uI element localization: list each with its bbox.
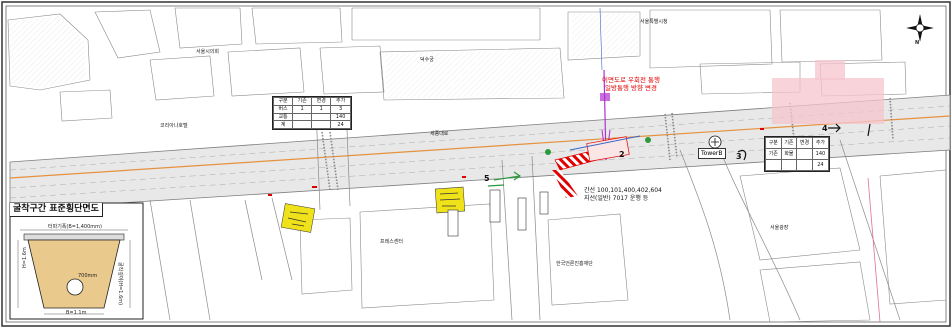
table-cell: 계 xyxy=(272,120,294,129)
table-cell: 화물 xyxy=(780,148,798,160)
note-line: 이면도로 우회전 통행 xyxy=(602,76,660,84)
table-cell: 교통 xyxy=(272,112,294,122)
place-label: 코리아나호텔 xyxy=(160,123,188,129)
table-cell xyxy=(311,112,332,122)
bottom-width-label: B=1.1m xyxy=(66,310,87,316)
sign-posts xyxy=(447,189,549,237)
direction-label: 3 xyxy=(736,152,742,161)
lower-blocks xyxy=(299,167,947,323)
table-cell: 기존 xyxy=(765,148,782,160)
work-zone xyxy=(545,135,651,198)
direction-label: 2 xyxy=(619,150,625,159)
pipe-label: 700mm xyxy=(78,273,98,279)
table-header: 기존 xyxy=(292,97,313,106)
detour-note: 이면도로 우회전 통행 일방통행 방향 변경 xyxy=(602,76,660,92)
hatched-buildings xyxy=(8,14,638,98)
centerline xyxy=(9,115,951,179)
table-cell xyxy=(311,120,332,129)
cross-section-drawing xyxy=(9,202,144,320)
compass-icon xyxy=(906,14,934,42)
bus-route-label: 간선 100,101,400,402,604 지선(일반) 7017 운행 등 xyxy=(584,187,662,202)
pipe-icon xyxy=(66,278,84,296)
road-label: 세종대로 xyxy=(430,131,449,137)
place-label: 서울광장 xyxy=(770,225,789,231)
table-cell: 1 xyxy=(311,104,332,114)
depth-label: 굴착깊이(H=1.6m) xyxy=(117,262,123,306)
table-header: 변경 xyxy=(311,97,332,106)
signal-icon xyxy=(545,149,551,155)
table-cell: 140 xyxy=(330,112,351,122)
table-cell xyxy=(292,120,313,129)
warning-boards xyxy=(280,186,466,233)
table-cell: 버스 xyxy=(272,104,294,114)
side-roads xyxy=(149,103,901,321)
table-header: 추가 xyxy=(811,137,830,149)
route-line: 간선 100,101,400,402,604 xyxy=(584,187,662,194)
place-label: 서울특별시청 xyxy=(640,19,668,25)
table-header: 구분 xyxy=(765,137,782,149)
table-cell: 24 xyxy=(811,159,830,171)
direction-label: 5 xyxy=(484,174,490,183)
tower-label: TowerB xyxy=(698,148,726,159)
crosswalks xyxy=(321,97,894,191)
table-header: 추가 xyxy=(330,97,351,106)
table-cell xyxy=(765,159,782,171)
place-label: 서울시의회 xyxy=(196,49,220,55)
sign-table-right: 구분 기존 변경 추가 기존 화물 140 24 xyxy=(764,136,830,172)
sign-table-left: 구분 기존 변경 추가 버스 1 1 3 교통 140 계 24 xyxy=(272,96,352,130)
table-cell: 140 xyxy=(811,148,830,160)
compass-label: N xyxy=(915,40,920,46)
table-cell xyxy=(796,159,813,171)
pink-zone xyxy=(772,78,884,124)
left-depth-label: H=1.6m xyxy=(22,247,28,268)
table-cell xyxy=(780,159,798,171)
table-cell xyxy=(292,112,313,122)
table-header: 기존 xyxy=(780,137,798,149)
route-line: 지선(일반) 7017 운행 등 xyxy=(584,194,649,202)
table-cell: 1 xyxy=(292,104,313,114)
place-label: 프레스센터 xyxy=(380,239,404,245)
city-blocks xyxy=(7,7,907,122)
table-header: 구분 xyxy=(272,97,294,106)
section-title: 굴착구간 표준횡단면도 xyxy=(10,203,103,217)
table-cell: 3 xyxy=(330,104,351,114)
place-label: 덕수궁 xyxy=(420,57,434,63)
place-label: 한국언론진흥재단 xyxy=(556,261,593,267)
traffic-arrows xyxy=(487,171,522,187)
table-cell xyxy=(796,148,813,160)
red-markers xyxy=(268,128,764,196)
top-width-label: 터파기폭(B=1,400mm) xyxy=(48,224,102,230)
table-cell: 24 xyxy=(330,120,351,129)
table-header: 변경 xyxy=(796,137,813,149)
signal-icon xyxy=(645,137,651,143)
direction-label: 4 xyxy=(822,124,828,133)
note-line: 일방통행 방향 변경 xyxy=(604,84,657,92)
